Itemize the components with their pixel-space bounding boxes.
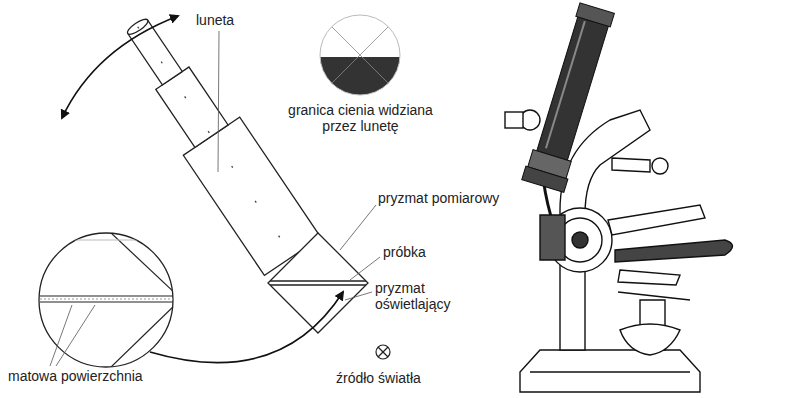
instrument-telescope [522, 2, 618, 193]
zoom-view [39, 232, 178, 368]
part-name: pryzmat pomiarowy [378, 190, 528, 206]
part-name: matowa powierzchnia [8, 368, 168, 384]
leader-line [345, 292, 372, 300]
leader-line [218, 31, 219, 172]
telescope [107, 4, 321, 275]
part-name: luneta [196, 12, 256, 28]
view-caption: granica cienia widziana przez lunetę [278, 102, 443, 134]
prism-block [268, 233, 368, 333]
leader-line [56, 305, 95, 366]
part-name: źródło światła [336, 370, 456, 386]
part-name: próbka [383, 244, 463, 260]
shadow-view [318, 15, 402, 97]
leader-line [340, 205, 376, 250]
leader-line [50, 305, 72, 366]
part-name: pryzmat oświetlający [375, 280, 475, 312]
zoom-arrow [150, 292, 343, 363]
light-source-symbol [376, 345, 390, 359]
leader-line [350, 257, 380, 280]
rotation-arrow [62, 16, 178, 118]
refractometer-illustration [505, 95, 733, 392]
